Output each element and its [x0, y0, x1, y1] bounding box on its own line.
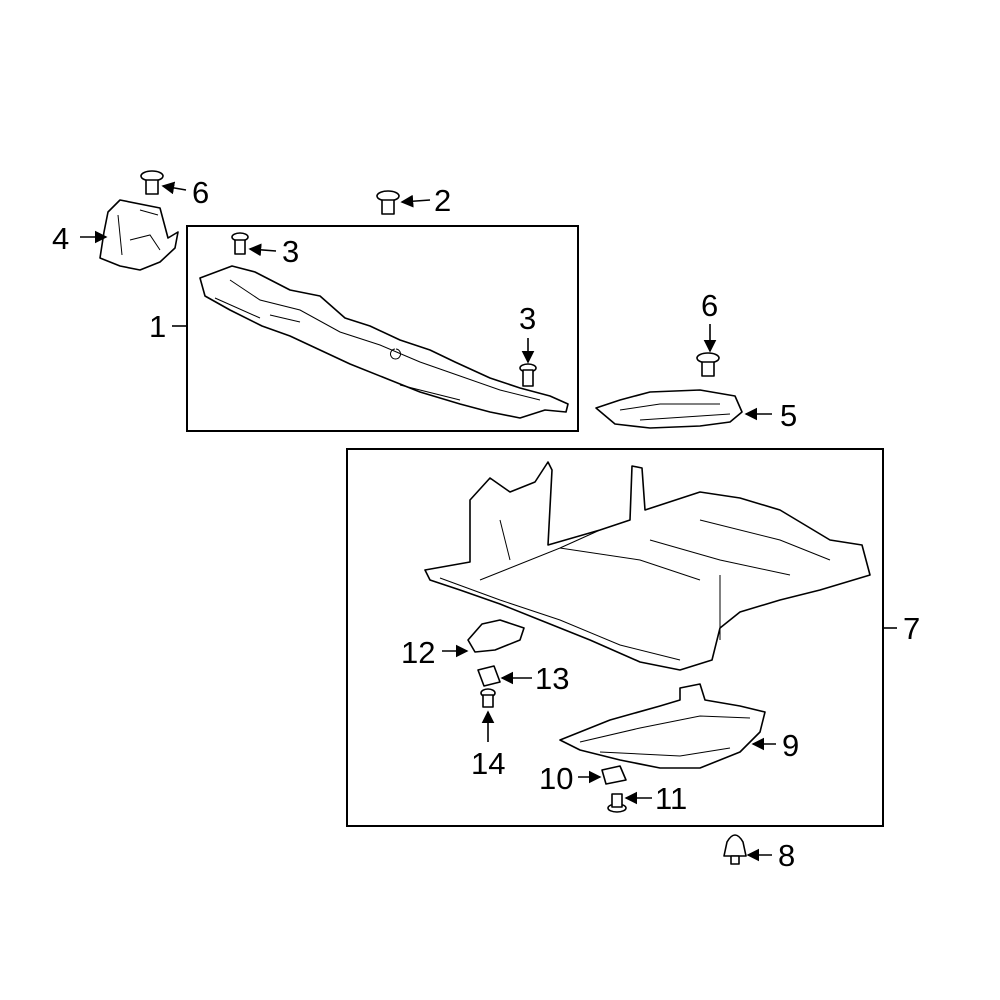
fastener-14 [480, 688, 496, 708]
callout-2: 2 [434, 183, 451, 218]
fastener-8 [723, 834, 747, 865]
part-4-bracket [99, 199, 179, 271]
part-1-upper-shield [199, 265, 569, 419]
callout-14: 14 [471, 746, 505, 781]
clip-10 [601, 765, 627, 785]
callout-11: 11 [655, 781, 687, 816]
leader-lines [80, 181, 897, 862]
fastener-6-right [696, 352, 720, 377]
callout-1: 1 [149, 309, 166, 344]
group-box-7 [346, 448, 884, 827]
part-12-bracket [467, 619, 525, 653]
clip-13 [477, 665, 501, 687]
callout-12: 12 [401, 635, 435, 670]
group-box-1 [186, 225, 579, 432]
callout-3: 3 [282, 234, 299, 269]
callout-6: 6 [192, 175, 209, 210]
callout-10: 10 [539, 761, 573, 796]
part-5-side-shield [595, 389, 743, 429]
fastener-3-right [519, 363, 537, 387]
part-7-lower-cover [424, 461, 871, 671]
callout-5: 5 [780, 398, 797, 433]
fastener-11 [607, 793, 627, 813]
callout-9: 9 [782, 728, 799, 763]
part-9-rear-shield [559, 683, 766, 769]
fastener-2 [376, 190, 400, 215]
callout-6: 6 [701, 288, 718, 323]
callout-8: 8 [778, 838, 795, 873]
callout-3: 3 [519, 301, 536, 336]
fastener-6-top [140, 170, 164, 195]
fastener-3-left [231, 232, 249, 255]
callout-13: 13 [535, 661, 569, 696]
callout-4: 4 [52, 221, 69, 256]
callout-7: 7 [903, 611, 920, 646]
